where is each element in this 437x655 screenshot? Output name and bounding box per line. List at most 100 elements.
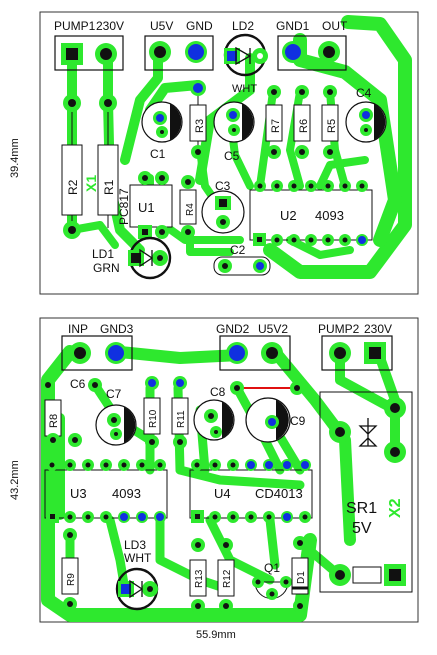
q1-label: Q1 [264, 561, 280, 575]
bottom-board: INP GND3 GND2 U5V2 PUMP2 230V C6 [9, 317, 419, 641]
c5-label: C5 [224, 149, 240, 163]
top-resistor-r4: R4 [179, 175, 197, 239]
r2-label: R2 [66, 179, 80, 195]
u5v2-label: U5V2 [258, 322, 288, 336]
top-cap-c3: C3 [201, 179, 245, 234]
bottom-ic-u4: U4 CD4013 [189, 459, 313, 523]
top-resistor-r6: R6 [293, 85, 311, 159]
pump1-230v-label: 230V [96, 19, 124, 33]
bottom-resistor-r8: R8 [44, 399, 82, 447]
cd4013-label: CD4013 [255, 486, 303, 501]
bottom-resistor-r11: R11 [171, 376, 189, 449]
u1-label: U1 [138, 200, 155, 215]
top-resistor-r2: R2 [61, 94, 83, 239]
gnd3-label: GND3 [100, 322, 134, 336]
pump1-label: PUMP1 [54, 19, 96, 33]
c2-label: C2 [230, 243, 246, 257]
inp-label: INP [68, 322, 88, 336]
top-ld2: LD2 [223, 19, 268, 77]
u2-label: U2 [280, 208, 297, 223]
top-resistor-r1: R1 [97, 94, 119, 228]
r10-label: R10 [148, 409, 159, 428]
wht-label: WHT [232, 83, 257, 95]
bottom-connector-pump2: PUMP2 230V [318, 322, 393, 371]
bottom-cap-c8: C8 [193, 385, 235, 441]
sr1-label: SR1 [346, 500, 377, 517]
r8-label: R8 [48, 414, 60, 428]
c4-label: C4 [356, 86, 372, 100]
out-label: OUT [322, 19, 348, 33]
c7-label: C7 [106, 387, 122, 401]
c3-label: C3 [215, 179, 231, 193]
bottom-connector-inp-gnd3: INP GND3 [61, 322, 134, 371]
bottom-resistor-r10: R10 [143, 376, 161, 449]
c8-label: C8 [210, 385, 226, 399]
pump2-label: PUMP2 [318, 322, 360, 336]
top-resistor-r5: R5 [321, 85, 339, 159]
pc817-label: PC817 [117, 188, 131, 225]
d1-label: D1 [296, 571, 307, 584]
bottom-resistor-r12: R12 [217, 538, 235, 613]
bottom-resistor-r13: R13 [189, 538, 207, 613]
top-cap-c1: C1 [141, 101, 183, 161]
bottom-ic-u3: U3 4093 [44, 459, 168, 523]
ld1-label: LD1 [92, 247, 114, 261]
bottom-transistor-q1: Q1 [252, 561, 292, 600]
u3-4093-label: 4093 [112, 486, 141, 501]
c6-label: C6 [70, 377, 86, 391]
c9-label: C9 [290, 414, 306, 428]
top-connector-u5v-gnd: U5V GND [144, 19, 214, 71]
pump2-230v-label: 230V [364, 322, 392, 336]
r11-label: R11 [176, 410, 187, 428]
r1-label: R1 [102, 179, 116, 195]
r12-label: R12 [222, 569, 233, 588]
bottom-height-dimension: 43.2mm [9, 460, 21, 500]
ld2-label: LD2 [232, 19, 254, 33]
c1-label: C1 [150, 147, 166, 161]
top-cap-c2: C2 [213, 243, 271, 276]
bottom-jumper [230, 381, 304, 395]
bottom-connector-gnd2-u5v2: GND2 U5V2 [216, 322, 291, 371]
bottom-resistor-r9: R9 [61, 528, 79, 611]
bottom-diode-d1: D1 [291, 536, 309, 613]
sr1-5v-label: 5V [352, 520, 372, 537]
gnd1-label: GND1 [276, 19, 310, 33]
bottom-cap-c7: C7 [95, 387, 137, 446]
top-u1-pc817: U1 PC817 [117, 171, 173, 239]
bottom-cap-c6: C6 [41, 377, 102, 392]
r13-label: R13 [194, 569, 205, 588]
u5v-label: U5V [150, 19, 173, 33]
r7-label: R7 [270, 119, 282, 133]
ld3-label: LD3 [124, 538, 146, 552]
bottom-ld3: LD3 WHT [115, 538, 159, 611]
u3-pins [46, 459, 166, 523]
top-ic-u2: U2 4093 [249, 180, 373, 246]
gnd2-label: GND2 [216, 322, 250, 336]
u3-label: U3 [70, 486, 87, 501]
r6-label: R6 [298, 119, 310, 133]
top-board: PUMP1 230V U5V GND LD2 GND1 OUT [9, 11, 419, 295]
top-resistor-r7: R7 [265, 85, 283, 159]
r3-label: R3 [194, 119, 206, 133]
top-cap-c4: C4 [345, 86, 387, 143]
bottom-relay-sr1: SR1 5V X2 [319, 391, 413, 593]
r5-label: R5 [326, 119, 338, 133]
r4-label: R4 [185, 203, 196, 216]
bottom-width-dimension: 55.9mm [196, 629, 236, 641]
u2-4093-label: 4093 [315, 208, 344, 223]
grn-label: GRN [93, 261, 120, 275]
u2-pins-bottom [253, 233, 368, 246]
top-board-outline [39, 11, 419, 295]
x1-label: X1 [83, 175, 99, 192]
top-height-dimension: 39.4mm [9, 138, 21, 178]
bottom-cap-c9: C9 [245, 397, 306, 443]
x2-label: X2 [387, 498, 404, 518]
top-cap-c5: C5 WHT [213, 83, 257, 163]
u4-pins [191, 459, 311, 523]
u4-label: U4 [214, 486, 231, 501]
top-resistor-r3: R3 [189, 80, 207, 159]
u2-pins-top [254, 180, 368, 192]
ld3-wht-label: WHT [124, 551, 152, 565]
r9-label: R9 [66, 573, 77, 586]
